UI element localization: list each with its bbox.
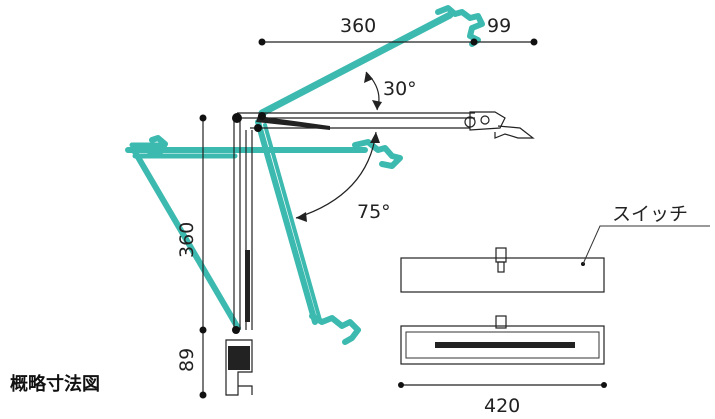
lamp-upper-joint-2 <box>254 124 262 132</box>
drawing-title: 概略寸法図 <box>10 373 100 395</box>
light-bar-views <box>400 225 710 365</box>
angle-arrow-75a <box>370 132 380 143</box>
vert-dim-dot-bottom <box>199 391 207 399</box>
lamp-outline <box>225 111 535 396</box>
lamp-head-shade <box>494 125 535 139</box>
vert-dim-dot-mid <box>199 326 207 334</box>
teal-lower-arm-2 <box>263 123 322 322</box>
top-dim-dot-mid <box>470 38 478 46</box>
led-strip <box>435 342 575 348</box>
lamp-top-joint <box>232 113 242 123</box>
bar-bottom-knob <box>495 315 507 329</box>
vert-dim-dot-top <box>199 114 207 122</box>
teal-horizontal-head <box>352 139 403 169</box>
teal-lower-arm <box>255 119 318 325</box>
bar-top-knob <box>495 247 507 263</box>
lamp-base-clamp <box>225 339 253 396</box>
bar-top-view <box>400 257 605 293</box>
teal-upper-head <box>435 5 485 47</box>
top-dim-dot-left <box>258 38 266 46</box>
dim-label-base: 89 <box>176 348 198 372</box>
angle-arrow-30b <box>364 72 373 83</box>
angle-label-upper: 30° <box>383 78 417 100</box>
lamp-bottom-joint <box>232 326 240 334</box>
switch-label: スイッチ <box>612 203 688 225</box>
teal-left-joint <box>147 135 168 155</box>
bottom-dim-dot-right <box>601 382 607 388</box>
switch-leader-line <box>582 225 710 265</box>
teal-horizontal-arm-2 <box>129 142 238 159</box>
top-dim-dot-right <box>530 38 538 46</box>
teal-upper-arm <box>258 11 454 117</box>
bottom-dim-dot-left <box>398 382 404 388</box>
lamp-head-knob <box>480 115 490 125</box>
lamp-arm-spring <box>256 116 330 130</box>
dim-label-top-arm: 360 <box>340 15 376 37</box>
lamp-vertical-spring <box>245 250 250 322</box>
dimension-lines <box>199 38 607 399</box>
bar-top-knob-neck <box>497 261 505 273</box>
bar-bottom-inner <box>405 331 600 359</box>
lamp-base-block <box>228 346 250 370</box>
lamp-upper-joint <box>258 112 266 120</box>
angle-arrow-75b <box>296 212 307 222</box>
bar-bottom-view <box>400 325 605 365</box>
lamp-head-joint <box>464 116 476 128</box>
lamp-vertical-arm <box>233 118 253 330</box>
teal-left-diagonal <box>132 149 241 331</box>
angle-arc-75 <box>295 131 377 219</box>
dim-label-vertical-arm: 360 <box>176 222 198 258</box>
angle-arrow-30a <box>372 100 382 110</box>
dim-label-top-head: 99 <box>487 15 511 37</box>
teal-lower-head <box>309 313 361 345</box>
lamp-base-foot <box>238 385 253 395</box>
angle-label-lower: 75° <box>357 201 391 223</box>
lamp-upper-arm <box>237 112 475 129</box>
dim-label-bottom-width: 420 <box>484 395 520 417</box>
